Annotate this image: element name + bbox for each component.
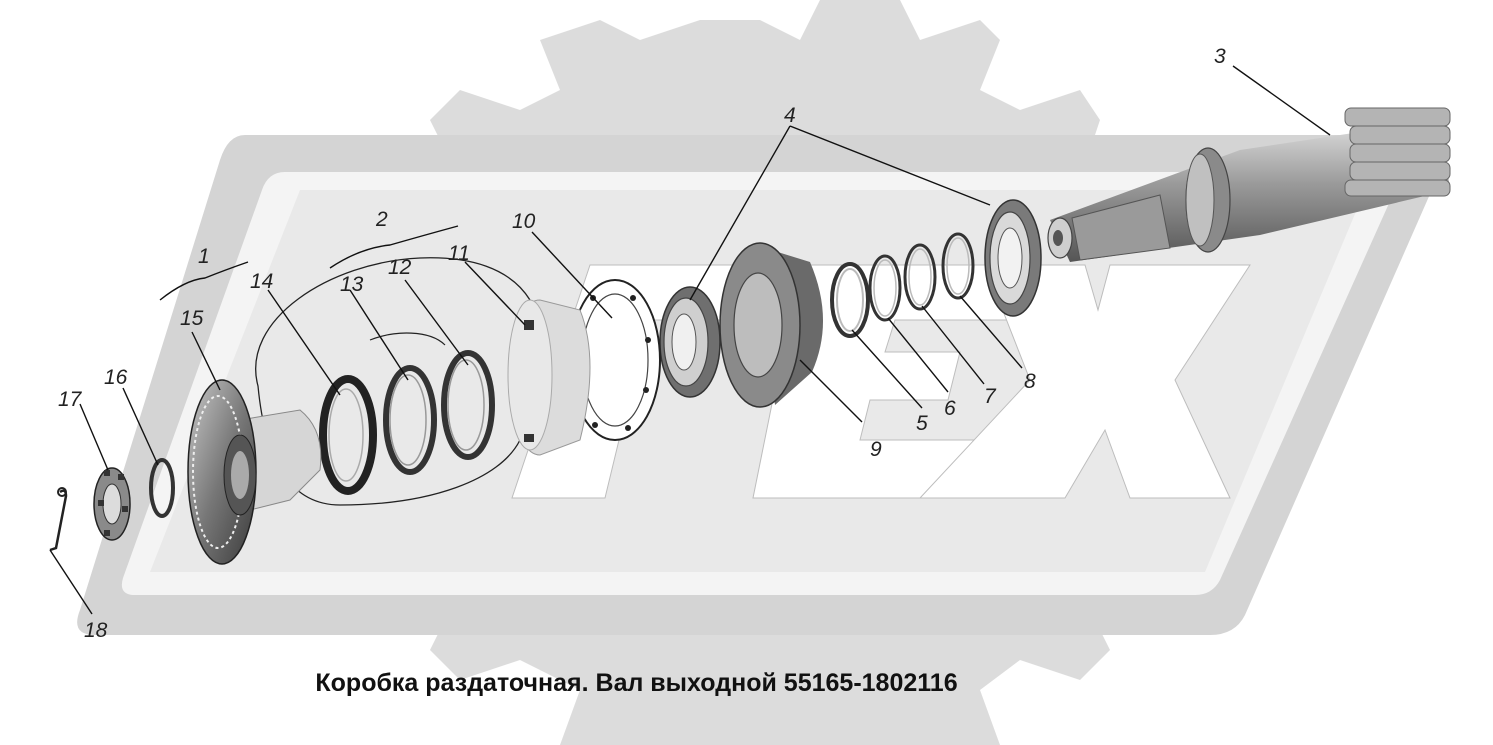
callout-labels: 1 2 3 4 5 6 7 8 9 10 11 12 13 14 15 16 1… — [58, 45, 1226, 642]
callout-10: 10 — [512, 210, 536, 233]
ring-part-12 — [441, 350, 495, 460]
group-brace-2 — [329, 225, 459, 269]
diagram-caption: Коробка раздаточная. Вал выходной 55165-… — [0, 669, 1493, 698]
callout-2: 2 — [375, 208, 388, 231]
bearing-part-4-right — [984, 199, 1042, 317]
gasket-part-10 — [569, 279, 661, 441]
ring-part-5 — [830, 262, 870, 338]
callout-6: 6 — [944, 397, 956, 420]
ring-part-13 — [383, 365, 437, 475]
leader-lines — [49, 65, 1331, 615]
washer-part-16 — [149, 458, 175, 518]
callout-13: 13 — [340, 273, 364, 296]
callout-15: 15 — [180, 307, 204, 330]
ring-part-7 — [903, 243, 937, 311]
seal-part-11 — [507, 299, 591, 456]
ring-part-6 — [868, 254, 902, 322]
callout-9: 9 — [870, 438, 882, 461]
caption-text: Коробка раздаточная. Вал выходной 55165-… — [315, 669, 958, 697]
castle-nut-part-17 — [93, 467, 131, 541]
callout-7: 7 — [984, 385, 997, 408]
callout-3: 3 — [1214, 45, 1226, 68]
flange-part-15 — [187, 379, 322, 565]
callout-4: 4 — [784, 104, 796, 127]
ring-part-14 — [319, 375, 377, 495]
callout-18: 18 — [84, 619, 108, 642]
callout-8: 8 — [1024, 370, 1036, 393]
callout-11: 11 — [448, 242, 470, 265]
cotter-pin-part-18 — [49, 487, 68, 552]
bearing-part-4-left — [659, 286, 721, 398]
callout-1: 1 — [198, 245, 210, 268]
ring-part-8 — [941, 232, 975, 300]
callout-5: 5 — [916, 412, 928, 435]
callout-12: 12 — [388, 256, 412, 279]
callout-14: 14 — [250, 270, 273, 293]
output-shaft-part-3 — [1047, 107, 1451, 262]
callout-16: 16 — [104, 366, 128, 389]
callout-17: 17 — [58, 388, 83, 411]
bearing-cover-part-9 — [719, 242, 824, 408]
group-brace-1 — [159, 261, 249, 301]
